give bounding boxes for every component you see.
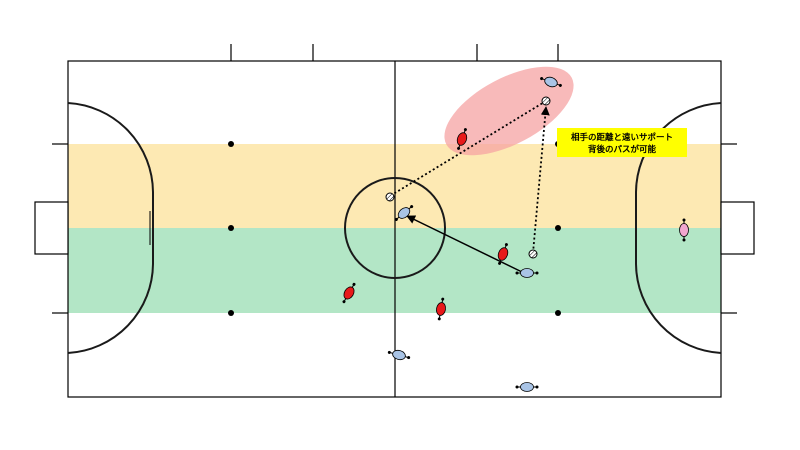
penalty-area-left [67,102,154,354]
penalty-area-right [635,102,722,354]
pass-line-dotted-diagonal [389,100,547,197]
goal-left [34,201,69,255]
highlight-area [444,66,574,156]
player-icon [456,128,468,150]
substitution-ticks [230,44,559,61]
pass-line-solid [406,215,523,273]
centre-circle [344,177,446,279]
player-icon [387,349,411,361]
goal-right [720,201,755,255]
player-icon [679,218,689,242]
ball-icon [528,249,538,259]
player-icon [515,268,539,278]
ball-icon [385,192,395,202]
annotation-line-1: 相手の距離と遠いサポート [571,132,673,143]
annotation-line-2: 背後のパスが可能 [588,144,657,155]
pitch-spots [228,141,561,316]
player-icon [497,243,509,265]
players [342,76,689,392]
annotation-box: 相手の距離と遠いサポート 背後のパスが可能 [557,128,687,157]
player-icon [515,382,539,392]
player-icon [540,76,562,88]
player-icon [342,282,356,304]
player-icon [394,205,414,221]
player-icon [436,297,446,321]
ball-icon [541,96,551,106]
side-ticks [52,143,737,314]
pass-line-dotted-vertical [532,106,550,254]
